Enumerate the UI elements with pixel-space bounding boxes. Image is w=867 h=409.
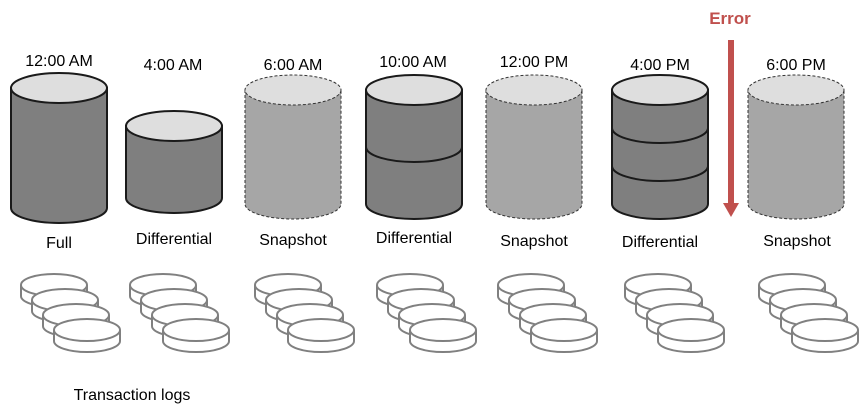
transaction-logs-label: Transaction logs [73, 387, 191, 404]
type-label-4: Differential [375, 230, 453, 247]
cylinder-top-3 [244, 74, 342, 106]
cylinder-top-2 [125, 110, 223, 142]
backup-cylinder-5 [485, 89, 583, 220]
log-disk-top-2-4 [162, 318, 230, 342]
cylinder-top-4 [365, 74, 463, 106]
type-label-6: Differential [621, 234, 699, 251]
cylinder-top-1 [10, 72, 108, 104]
backup-cylinder-3 [244, 89, 342, 220]
type-label-1: Full [46, 235, 72, 252]
cylinder-band-6-1 [611, 127, 709, 144]
cylinder-band-4-1 [365, 146, 463, 163]
backup-cylinder-6 [611, 89, 709, 220]
log-disk-top-7-4 [791, 318, 859, 342]
time-label-7: 6:00 PM [766, 57, 826, 74]
type-label-2: Differential [135, 231, 213, 248]
time-label-1: 12:00 AM [25, 53, 93, 70]
time-label-6: 4:00 PM [630, 57, 690, 74]
cylinder-top-6 [611, 74, 709, 106]
log-disk-top-4-4 [409, 318, 477, 342]
type-label-3: Snapshot [259, 232, 327, 249]
log-disk-top-3-4 [287, 318, 355, 342]
error-arrow-head [723, 203, 739, 217]
time-label-2: 4:00 AM [143, 57, 203, 74]
time-label-4: 10:00 AM [379, 54, 447, 71]
backup-cylinder-2 [125, 125, 223, 214]
type-label-5: Snapshot [500, 233, 568, 250]
cylinder-band-6-2 [611, 165, 709, 182]
backup-cylinder-1 [10, 87, 108, 224]
log-disk-top-1-4 [53, 318, 121, 342]
time-label-3: 6:00 AM [263, 57, 323, 74]
cylinder-top-7 [747, 74, 845, 106]
cylinder-top-5 [485, 74, 583, 106]
backup-cylinder-7 [747, 89, 845, 220]
backup-cylinder-4 [365, 89, 463, 220]
log-disk-top-6-4 [657, 318, 725, 342]
type-label-7: Snapshot [763, 233, 831, 250]
time-label-5: 12:00 PM [499, 54, 569, 71]
log-disk-top-5-4 [530, 318, 598, 342]
error-label: Error [709, 9, 751, 28]
